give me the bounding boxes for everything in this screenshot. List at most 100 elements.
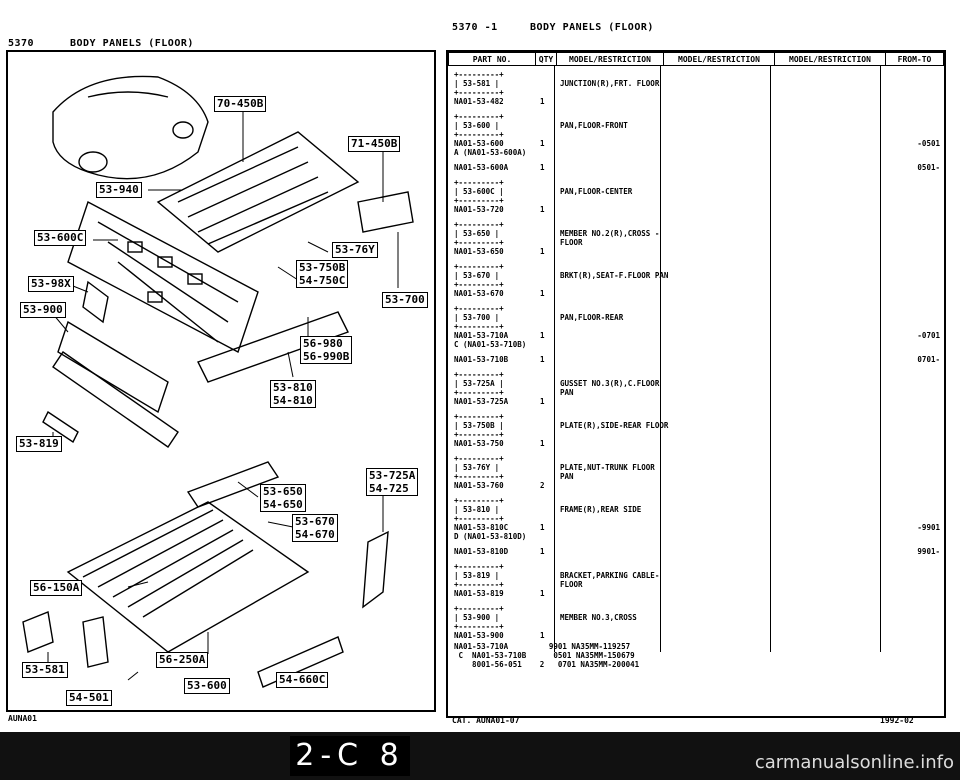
col-model-3: MODEL/RESTRICTION	[774, 52, 886, 66]
callout-56-990b-line2: 56-990B	[303, 350, 350, 363]
part-ref-box: +---------+| 53-76Y |+---------+	[454, 454, 504, 481]
callout-53-700: 53-700	[382, 292, 428, 308]
quantity: 1	[540, 139, 545, 148]
callout-54-725-line2: 54-725	[369, 482, 409, 495]
quantity: 1	[540, 289, 545, 298]
quantity: 1	[540, 589, 545, 598]
callout-54-670-line2: 54-670	[295, 528, 335, 541]
callout-53-900: 53-900	[20, 302, 66, 318]
part-number: NA01-53-600A	[454, 163, 509, 172]
part-number: NA01-53-750	[454, 439, 504, 448]
callout-53-725a-line1: 53-725A	[369, 469, 416, 482]
callout-53-581: 53-581	[22, 662, 68, 678]
callout-54-650-line2: 54-650	[263, 498, 303, 511]
parts-table-header: PART NO. QTY MODEL/RESTRICTION MODEL/RES…	[448, 52, 944, 66]
from-to: -9901	[917, 523, 940, 532]
part-number: NA01-53-900	[454, 631, 504, 640]
callout-53-600: 53-600	[184, 678, 230, 694]
callout-54-501: 54-501	[66, 690, 112, 706]
from-to: 9901-	[917, 547, 940, 556]
quantity: 1	[540, 439, 545, 448]
diagram-drawing	[22, 75, 414, 688]
right-header-title: BODY PANELS (FLOOR)	[530, 22, 654, 33]
quantity: 1	[540, 97, 545, 106]
grid-line	[554, 66, 555, 652]
part-ref-box: +---------+| 53-819 |+---------+	[454, 562, 504, 589]
col-part-no: PART NO.	[448, 52, 536, 66]
parts-table: PART NO. QTY MODEL/RESTRICTION MODEL/RES…	[446, 50, 946, 718]
col-model-1: MODEL/RESTRICTION	[556, 52, 664, 66]
part-ref-box: +---------+| 53-650 |+---------+	[454, 220, 504, 247]
col-model-2: MODEL/RESTRICTION	[663, 52, 775, 66]
part-number: NA01-53-710B	[454, 355, 509, 364]
grid-line	[660, 66, 661, 652]
col-qty: QTY	[535, 52, 557, 66]
part-ref-box: +---------+| 53-700 |+---------+	[454, 304, 504, 331]
description: PLATE,NUT-TRUNK FLOOR PAN	[560, 463, 655, 481]
footer-center: CAT. AUNA01-07	[452, 716, 520, 725]
quantity: 1	[540, 397, 545, 406]
part-number: NA01-53-819	[454, 589, 504, 598]
callout-53-670-line1: 53-670	[295, 515, 335, 528]
serial-note: NA01-53-710A 9901 NA35MM-119257 C NA01-5…	[454, 642, 640, 669]
from-to: -0701	[917, 331, 940, 340]
col-from-to: FROM-TO	[885, 52, 944, 66]
grid-line	[880, 66, 881, 652]
callout-54-660c: 54-660C	[276, 672, 329, 688]
part-number: NA01-53-650	[454, 247, 504, 256]
callout-53-819: 53-819	[16, 436, 62, 452]
description: FRAME(R),REAR SIDE	[560, 505, 642, 514]
part-number: NA01-53-670	[454, 289, 504, 298]
left-header-title: BODY PANELS (FLOOR)	[70, 38, 194, 49]
scan-bar	[0, 732, 960, 780]
watermark: carmanualsonline.info	[754, 752, 954, 773]
description: GUSSET NO.3(R),C.FLOOR PAN	[560, 379, 660, 397]
callout-71-450b: 71-450B	[348, 136, 401, 152]
part-number: NA01-53-760	[454, 481, 504, 490]
part-ref-box: +---------+| 53-600 |+---------+	[454, 112, 504, 139]
description: MEMBER NO.2(R),CROSS -FLOOR	[560, 229, 660, 247]
callout-53-940: 53-940	[96, 182, 142, 198]
grid-line	[770, 66, 771, 652]
footer-left: AUNA01	[8, 714, 37, 723]
from-to: 0701-	[917, 355, 940, 364]
callout-56-250a: 56-250A	[156, 652, 209, 668]
description: JUNCTION(R),FRT. FLOOR	[560, 79, 660, 88]
part-number: NA01-53-725A	[454, 397, 509, 406]
callout-54-810-line2: 54-810	[273, 394, 313, 407]
description: PLATE(R),SIDE-REAR FLOOR	[560, 421, 669, 430]
quantity: 1	[540, 523, 545, 532]
part-ref-box: +---------+| 53-600C |+---------+	[454, 178, 504, 205]
part-number: NA01-53-810D	[454, 547, 509, 556]
description: PAN,FLOOR-FRONT	[560, 121, 628, 130]
right-header-code: 5370 -1	[452, 22, 498, 33]
quantity: 2	[540, 481, 545, 490]
description: PAN,FLOOR-REAR	[560, 313, 624, 322]
from-to: -0501	[917, 139, 940, 148]
part-ref-box: +---------+| 53-581 |+---------+	[454, 70, 504, 97]
callout-53-600c: 53-600C	[34, 230, 87, 246]
part-ref-box: +---------+| 53-900 |+---------+	[454, 604, 504, 631]
footer-right: 1992-02	[880, 716, 914, 725]
quantity: 1	[540, 547, 545, 556]
callout-53-810-line1: 53-810	[273, 381, 313, 394]
callout-53-76y: 53-76Y	[332, 242, 378, 258]
quantity: 1	[540, 205, 545, 214]
description: PAN,FLOOR-CENTER	[560, 187, 633, 196]
part-ref-box: +---------+| 53-810 |+---------+	[454, 496, 504, 523]
exploded-diagram: 70-450B 71-450B 53-940 53-600C 53-76Y 53…	[6, 50, 436, 712]
callout-53-650-line1: 53-650	[263, 485, 303, 498]
part-ref-box: +---------+| 53-750B |+---------+	[454, 412, 504, 439]
callout-53-98x: 53-98X	[28, 276, 74, 292]
part-number: NA01-53-482	[454, 97, 504, 106]
callout-54-750c-line2: 54-750C	[299, 274, 346, 287]
description: BRKT(R),SEAT-F.FLOOR PAN	[560, 271, 669, 280]
page-code: 2-C 8	[290, 736, 410, 776]
